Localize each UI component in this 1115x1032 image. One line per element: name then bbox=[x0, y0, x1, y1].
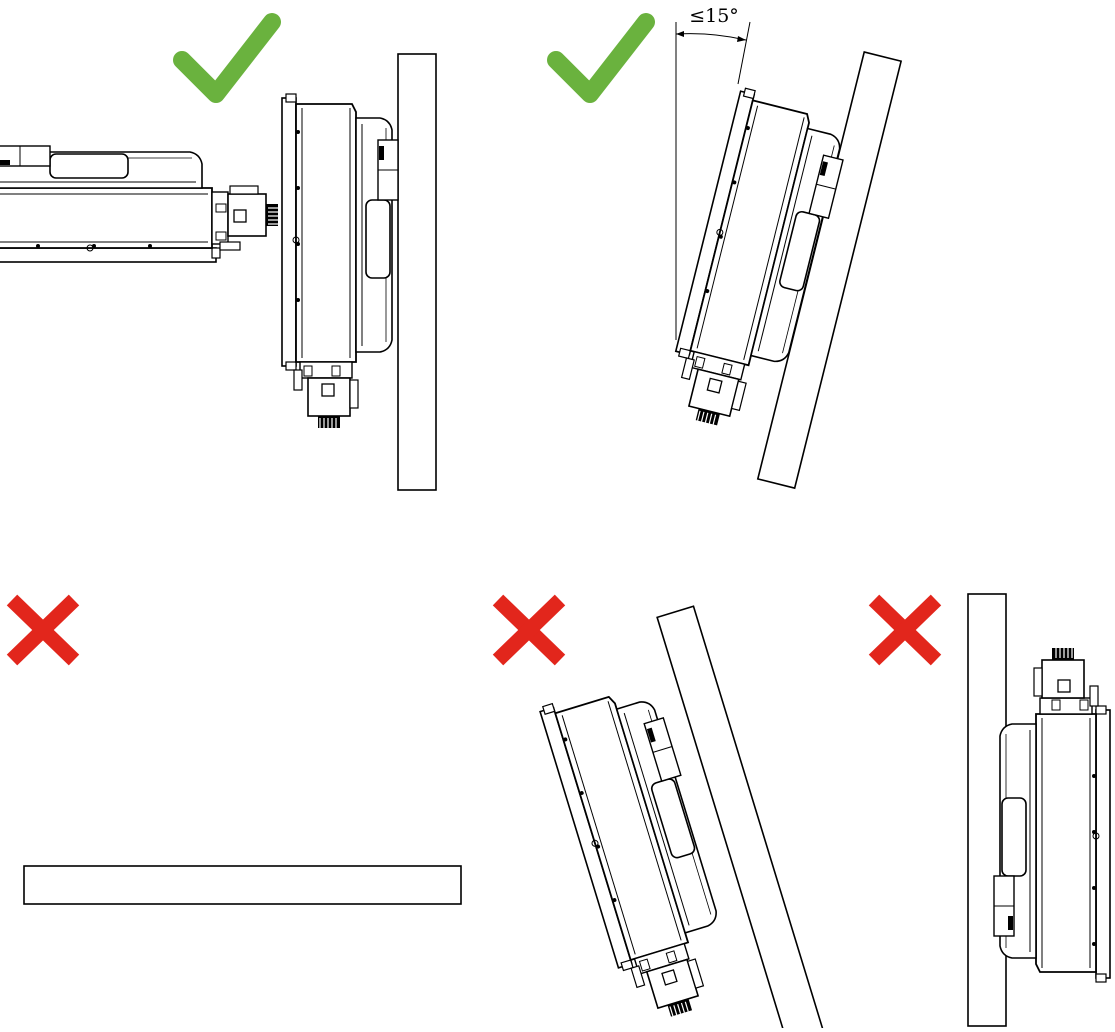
wall bbox=[656, 605, 825, 1032]
panel-upside-down bbox=[874, 594, 1111, 1027]
cross-icon bbox=[498, 600, 560, 660]
inverter-vertical bbox=[281, 93, 399, 429]
cross-icon bbox=[874, 600, 936, 660]
panel-tilted-forward bbox=[498, 600, 825, 1032]
wall bbox=[397, 53, 437, 491]
angle-arc bbox=[675, 33, 747, 41]
panel-horizontal bbox=[0, 145, 462, 905]
inverter-upside-down bbox=[993, 647, 1111, 983]
tilt-reference-line bbox=[737, 21, 751, 85]
angle-label: ≤15° bbox=[689, 5, 739, 27]
panel-tilted-back: ≤15° bbox=[556, 5, 903, 490]
floor-surface bbox=[23, 865, 462, 905]
cross-icon bbox=[12, 600, 74, 660]
inverter-horizontal bbox=[0, 145, 279, 263]
checkmark-icon bbox=[182, 22, 272, 94]
checkmark-icon bbox=[556, 22, 646, 94]
panel-vertical bbox=[182, 22, 437, 491]
